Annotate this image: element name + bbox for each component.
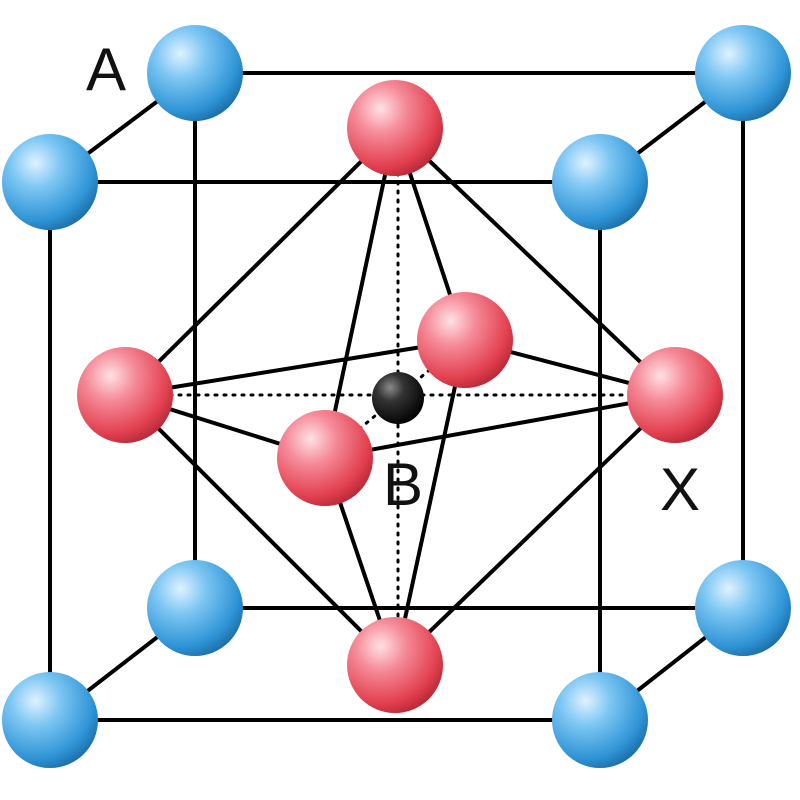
x-atom-bottom [347,617,443,713]
label-b: B [383,451,423,518]
b-atom [372,372,424,424]
octahedron-edge [123,338,467,397]
a-atom [695,25,791,121]
a-atom [2,134,98,230]
octahedron-edge [393,338,467,667]
x-atoms-back [77,80,723,443]
a-atom [147,25,243,121]
label-a: A [86,36,126,103]
octahedron-edge [123,126,397,397]
label-x: X [660,456,700,523]
x-atom-left [77,347,173,443]
a-atom [2,672,98,768]
x-atom-back [417,292,513,388]
cube-back-face [193,71,745,610]
a-atom [695,560,791,656]
a-atom [147,560,243,656]
x-atoms-front [277,410,443,713]
x-atom-top [347,80,443,176]
a-atom [552,672,648,768]
octahedron-edge [323,393,677,460]
x-atom-right [627,347,723,443]
a-atoms-front [2,134,648,768]
octahedron-edge [123,393,397,667]
a-atom [552,134,648,230]
octahedron-edge [323,126,397,460]
x-atom-front [277,410,373,506]
octahedron-edge [393,126,677,397]
cube-front-face [48,180,602,722]
octahedron-edge [393,393,677,667]
a-atoms-back [147,25,791,656]
